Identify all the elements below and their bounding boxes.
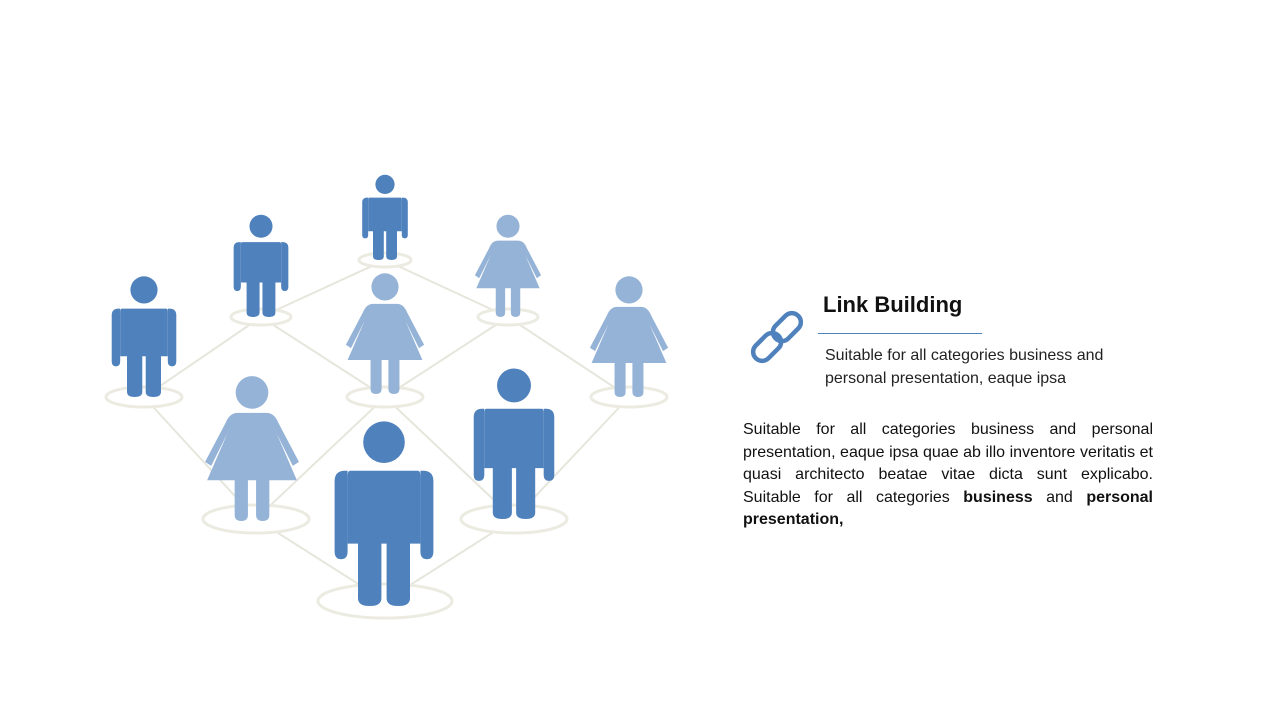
- male-person-icon: [111, 276, 177, 397]
- ring-center: [345, 385, 425, 409]
- people: [111, 174, 669, 606]
- ring-upper-right: [476, 307, 540, 327]
- male-person-icon: [362, 174, 408, 260]
- female-person-icon: [345, 273, 425, 394]
- ring-far-right: [589, 385, 669, 409]
- female-person-icon: [474, 214, 542, 317]
- body-text: Suitable for all categories business and…: [743, 421, 1153, 506]
- ring-far-left: [104, 385, 184, 409]
- female-person-icon: [205, 376, 299, 521]
- heading-subtitle: Suitable for all categories business and…: [825, 347, 1104, 387]
- male-person-icon: [233, 214, 289, 317]
- body-connector: and: [1032, 488, 1087, 506]
- body-paragraph: Suitable for all categories business and…: [743, 419, 1153, 532]
- body-bold-business: business: [963, 488, 1033, 506]
- person-rings: [104, 251, 669, 620]
- ring-top: [357, 251, 413, 269]
- ring-lower-right: [459, 503, 569, 535]
- heading-title: Link Building: [823, 292, 963, 317]
- male-person-icon: [473, 368, 555, 519]
- people-network-diagram: [104, 174, 669, 620]
- link-chain-icon: [750, 310, 804, 364]
- title-underline: [818, 333, 982, 334]
- ring-bottom: [316, 582, 454, 620]
- ring-lower-left: [201, 503, 311, 535]
- ring-upper-left: [229, 307, 293, 327]
- body-bold-personal: personal presentation,: [743, 488, 1153, 529]
